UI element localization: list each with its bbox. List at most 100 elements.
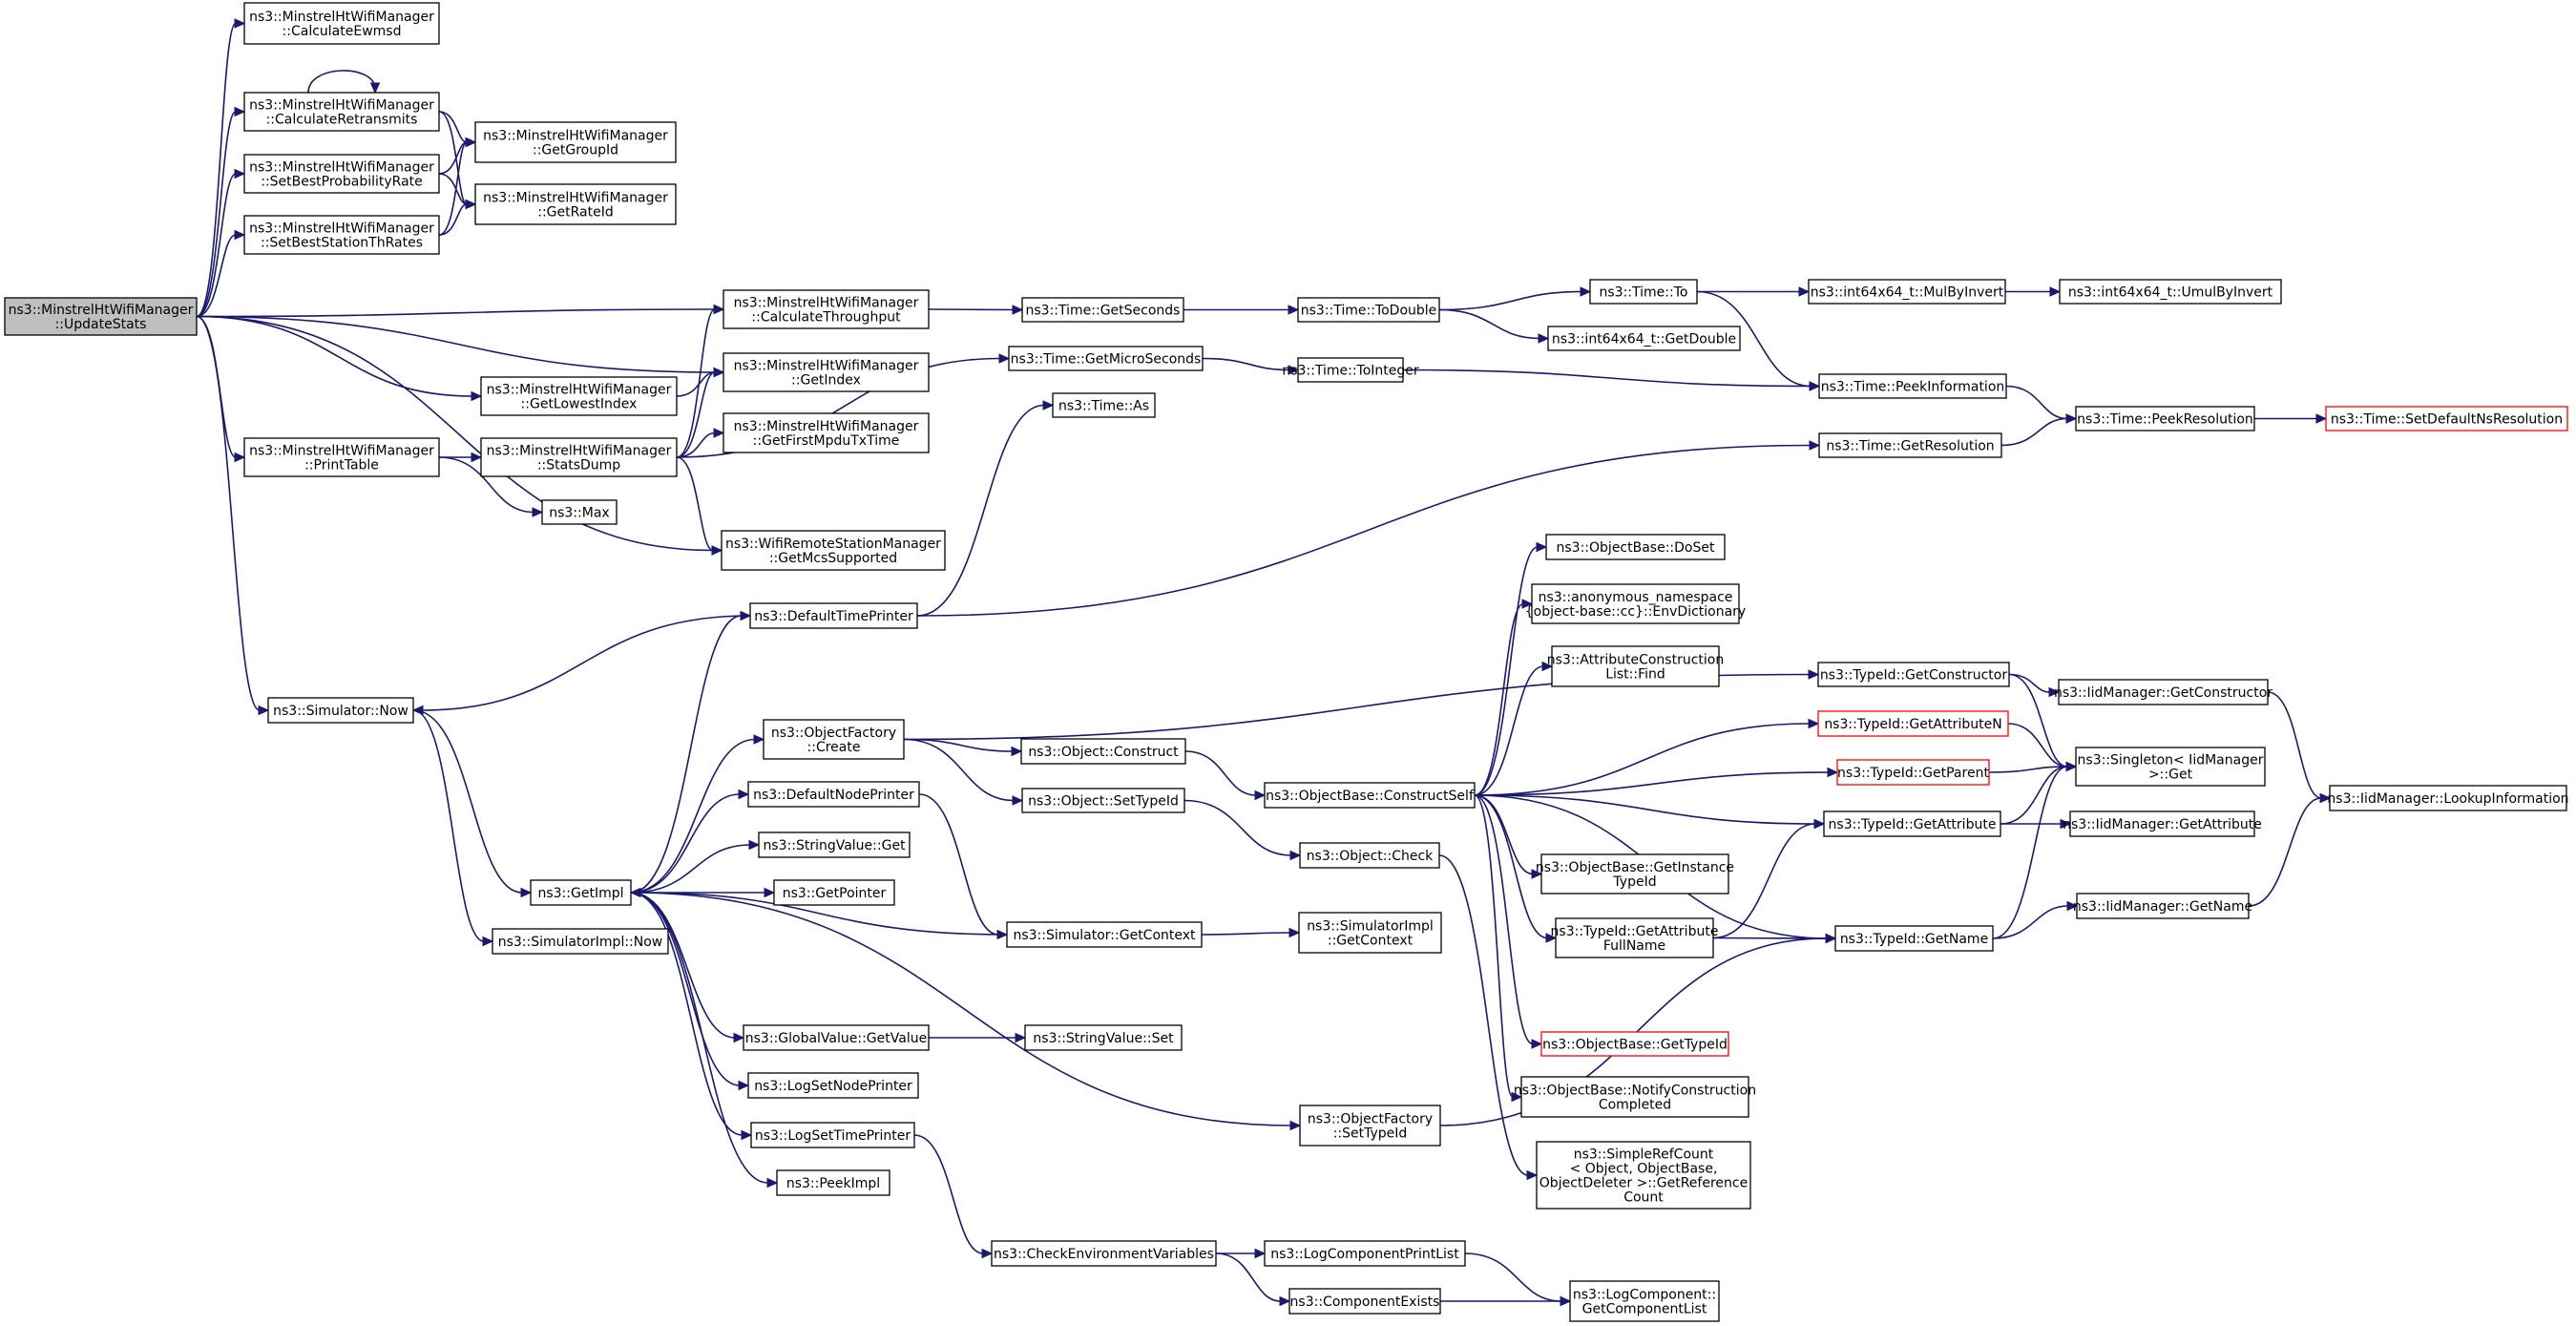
node-timeGetMicro[interactable]: ns3::Time::GetMicroSeconds (1008, 346, 1204, 371)
node-getFirstMpdu[interactable]: ns3::MinstrelHtWifiManager::GetFirstMpdu… (723, 412, 930, 453)
node-umulByInvert[interactable]: ns3::int64x64_t::UmulByInvert (2059, 279, 2282, 305)
node-typeIdGetAttrN[interactable]: ns3::TypeId::GetAttributeN (1817, 710, 2009, 737)
node-objCheck[interactable]: ns3::Object::Check (1299, 842, 1440, 869)
node-typeIdGetAttribute[interactable]: ns3::TypeId::GetAttribute (1823, 810, 2001, 837)
node-simpleRefCount[interactable]: ns3::SimpleRefCount< Object, ObjectBase,… (1536, 1141, 1751, 1210)
node-box (2058, 679, 2269, 705)
node-getGroupId[interactable]: ns3::MinstrelHtWifiManager::GetGroupId (474, 121, 677, 163)
node-simGetContext[interactable]: ns3::Simulator::GetContext (1006, 921, 1203, 948)
node-box (1808, 279, 2006, 305)
node-calcEwmsd[interactable]: ns3::MinstrelHtWifiManager::CalculateEwm… (243, 2, 440, 45)
node-timeGetSeconds[interactable]: ns3::Time::GetSeconds (1021, 297, 1184, 323)
node-objBaseDoSet[interactable]: ns3::ObjectBase::DoSet (1545, 534, 1726, 560)
node-getImpl[interactable]: ns3::GetImpl (530, 879, 632, 906)
node-mulByInvert[interactable]: ns3::int64x64_t::MulByInvert (1808, 279, 2006, 305)
node-objConstruct[interactable]: ns3::Object::Construct (1020, 738, 1186, 765)
node-label: ::GetContext (1328, 934, 1414, 949)
node-globalValueGet[interactable]: ns3::GlobalValue::GetValue (743, 1024, 930, 1051)
node-timeTo[interactable]: ns3::Time::To (1589, 279, 1698, 305)
node-objFactoryCreate[interactable]: ns3::ObjectFactory::Create (763, 719, 905, 760)
node-objSetTypeId[interactable]: ns3::Object::SetTypeId (1021, 788, 1185, 813)
node-timeToDouble[interactable]: ns3::Time::ToDouble (1297, 297, 1440, 323)
node-getLowestIndex[interactable]: ns3::MinstrelHtWifiManager::GetLowestInd… (480, 376, 678, 416)
node-defaultTimePrinter[interactable]: ns3::DefaultTimePrinter (749, 602, 918, 629)
node-singletonGet[interactable]: ns3::Singleton< IidManager>::Get (2075, 747, 2266, 787)
node-simulatorNow[interactable]: ns3::Simulator::Now (267, 697, 414, 724)
node-setBestProb[interactable]: ns3::MinstrelHtWifiManager::SetBestProba… (243, 154, 440, 194)
node-componentExists[interactable]: ns3::ComponentExists (1288, 1288, 1441, 1315)
node-box (1551, 645, 1720, 687)
node-iidGetAttribute[interactable]: ns3::IidManager::GetAttribute (2063, 810, 2262, 837)
node-box (2069, 810, 2255, 837)
node-stringValueGet[interactable]: ns3::StringValue::Get (758, 831, 911, 858)
node-box (243, 154, 440, 194)
node-int64GetDouble[interactable]: ns3::int64x64_t::GetDouble (1547, 326, 1741, 351)
node-logCompGetList[interactable]: ns3::LogComponent::GetComponentList (1569, 1280, 1720, 1322)
node-timeAs[interactable]: ns3::Time::As (1052, 392, 1156, 418)
node-label: ns3::Time::SetDefaultNsResolution (2331, 412, 2563, 428)
edge-updateStats-to-setBestStation (196, 229, 246, 318)
node-timeToInteger[interactable]: ns3::Time::ToInteger (1282, 357, 1419, 383)
edge-updateStats-to-calcRetrans (196, 106, 246, 318)
node-box (1818, 432, 2002, 458)
node-label: ::GetGroupId (533, 143, 618, 158)
node-peekImpl[interactable]: ns3::PeekImpl (776, 1169, 890, 1196)
node-getMcsSupported[interactable]: ns3::WifiRemoteStationManager::GetMcsSup… (721, 530, 946, 571)
node-printTable[interactable]: ns3::MinstrelHtWifiManager::PrintTable (243, 437, 440, 477)
node-label: ns3::CheckEnvironmentVariables (994, 1247, 1214, 1262)
node-setBestStation[interactable]: ns3::MinstrelHtWifiManager::SetBestStati… (243, 215, 440, 255)
node-iidGetName[interactable]: ns3::IidManager::GetName (2073, 893, 2252, 919)
edge-simulatorNow-to-getImpl (412, 709, 533, 898)
edge-updateStats-to-calcEwmsd (196, 18, 246, 318)
node-label: ns3::LogSetTimePrinter (755, 1128, 911, 1144)
node-envDictionary[interactable]: ns3::anonymous_namespace{object-base::cc… (1525, 583, 1746, 624)
node-objFactorySetTypeId[interactable]: ns3::ObjectFactory::SetTypeId (1299, 1105, 1441, 1147)
node-defaultNodePrinter[interactable]: ns3::DefaultNodePrinter (747, 781, 920, 808)
node-box (1264, 1240, 1466, 1267)
node-max[interactable]: ns3::Max (541, 499, 618, 525)
edge-statsDump-to-calcThroughput (676, 304, 725, 458)
node-calcThroughput[interactable]: ns3::MinstrelHtWifiManager::CalculateThr… (723, 289, 930, 329)
node-typeIdGetParent[interactable]: ns3::TypeId::GetParent (1836, 759, 1990, 786)
node-label: ns3::Time::GetSeconds (1026, 304, 1181, 319)
edge-getImpl-to-defaultTimePrinter (630, 610, 752, 894)
node-statsDump[interactable]: ns3::MinstrelHtWifiManager::StatsDump (480, 437, 678, 477)
node-objBaseConstructSelf[interactable]: ns3::ObjectBase::ConstructSelf (1264, 782, 1476, 809)
node-simImplNow[interactable]: ns3::SimulatorImpl::Now (492, 928, 669, 955)
node-logCompPrintList[interactable]: ns3::LogComponentPrintList (1264, 1240, 1466, 1267)
edge-peekResolution-to-setDefaultNsRes (2253, 413, 2328, 424)
node-objBaseNotify[interactable]: ns3::ObjectBase::NotifyConstructionCompl… (1514, 1076, 1756, 1118)
node-iidLookupInfo[interactable]: ns3::IidManager::LookupInformation (2327, 785, 2569, 811)
node-box (1540, 1031, 1729, 1057)
node-peekResolution[interactable]: ns3::Time::PeekResolution (2075, 406, 2255, 431)
node-box (2076, 893, 2250, 919)
node-calcRetrans[interactable]: ns3::MinstrelHtWifiManager::CalculateRet… (243, 92, 440, 132)
node-label: ns3::Time::PeekInformation (1821, 380, 2005, 395)
edge-iidGetConstructor-to-iidLookupInfo (2267, 691, 2332, 804)
node-stringValueSet[interactable]: ns3::StringValue::Set (1024, 1024, 1183, 1051)
node-setDefaultNsRes[interactable]: ns3::Time::SetDefaultNsResolution (2325, 406, 2568, 431)
node-getRateId[interactable]: ns3::MinstrelHtWifiManager::GetRateId (474, 183, 677, 225)
node-typeIdGetName[interactable]: ns3::TypeId::GetName (1834, 925, 1994, 952)
node-getIndex[interactable]: ns3::MinstrelHtWifiManager::GetIndex (723, 352, 930, 392)
node-logSetTimePrinter[interactable]: ns3::LogSetTimePrinter (750, 1122, 915, 1148)
edge-updateStats-to-printTable (196, 315, 246, 463)
node-label: ::GetFirstMpduTxTime (753, 433, 900, 449)
node-getPointer[interactable]: ns3::GetPointer (773, 879, 895, 906)
node-simImplGetContext[interactable]: ns3::SimulatorImpl::GetContext (1298, 912, 1442, 954)
node-updateStats[interactable]: ns3::MinstrelHtWifiManager::UpdateStats (4, 297, 198, 336)
node-timeGetResolution[interactable]: ns3::Time::GetResolution (1818, 432, 2002, 458)
node-box (474, 121, 677, 163)
edge-peekInformation-to-peekResolution (2005, 385, 2078, 424)
node-objBaseGetTypeId[interactable]: ns3::ObjectBase::GetTypeId (1540, 1031, 1729, 1057)
node-logSetNodePrinter[interactable]: ns3::LogSetNodePrinter (747, 1072, 919, 1099)
node-typeIdGetConstructor[interactable]: ns3::TypeId::GetConstructor (1817, 662, 2010, 687)
edge-typeIdGetAttribute-to-iidGetAttribute (2000, 818, 2072, 830)
node-checkEnvVars[interactable]: ns3::CheckEnvironmentVariables (991, 1240, 1217, 1267)
edge-objFactoryCreate-to-objSetTypeId (903, 738, 1024, 806)
node-iidGetConstructor[interactable]: ns3::IidManager::GetConstructor (2054, 679, 2272, 705)
node-peekInformation[interactable]: ns3::Time::PeekInformation (1818, 373, 2007, 399)
